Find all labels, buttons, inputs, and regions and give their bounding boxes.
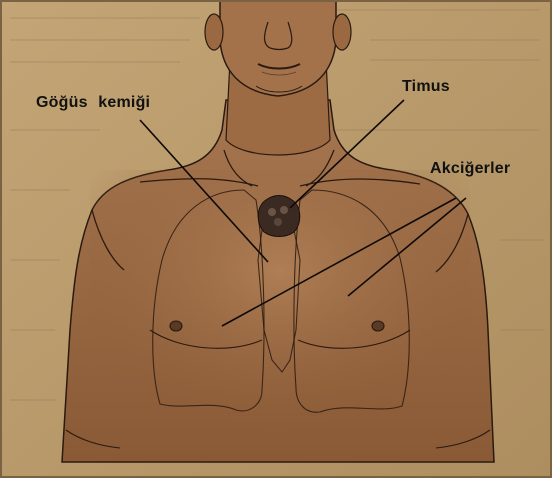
label-sternum: Göğüs kemiği: [36, 94, 150, 112]
thymus-organ: [258, 196, 300, 237]
label-thymus: Timus: [402, 78, 450, 96]
label-lungs: Akciğerler: [430, 160, 510, 178]
